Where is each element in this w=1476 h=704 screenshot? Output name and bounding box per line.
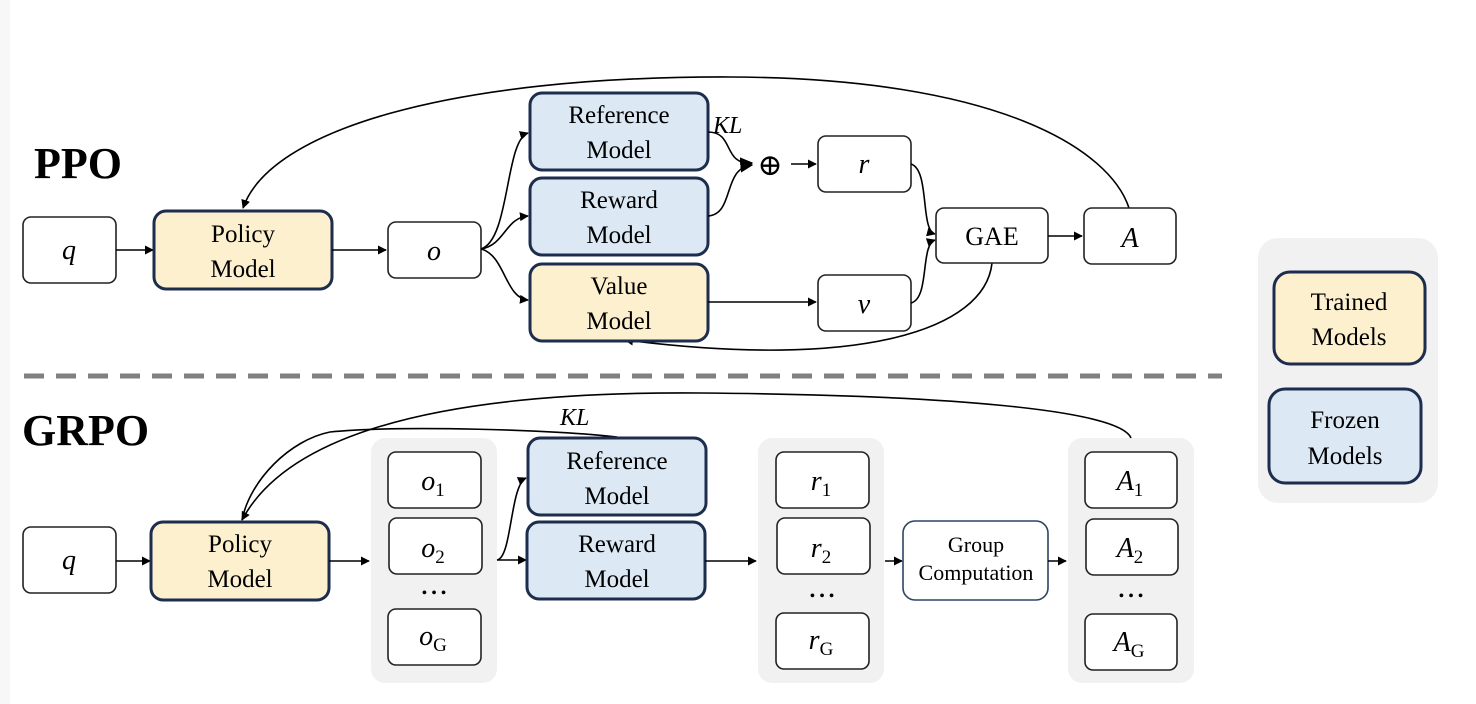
ppo-reward-label-2: Model [586,222,651,249]
grpo-reward-g-label: rG [809,625,834,660]
grpo-q-label: q [62,545,76,576]
grpo-advantage-1[interactable]: A1 [1084,451,1178,509]
grpo-kl-feedback-edge [241,427,618,521]
edge-outputs-reference [496,477,527,561]
grpo-q-node[interactable]: q [22,526,117,594]
ppo-r-label: r [859,149,870,180]
ppo-o-node[interactable]: o [387,221,482,279]
edge-r-gae [910,163,936,237]
legend-frozen-label-2: Models [1308,443,1383,470]
grpo-reward-label-2: Model [584,566,649,593]
ppo-title: PPO [34,139,122,188]
grpo-reward-1[interactable]: r1 [775,451,870,509]
legend: Trained Models Frozen Models [1258,238,1438,503]
ppo-value-model-node[interactable]: Value Model [528,262,710,343]
ppo-q-node[interactable]: q [22,216,117,284]
grpo-title: GRPO [22,406,149,455]
grpo-outputs-ellipsis: • • • [422,585,447,602]
legend-frozen-label-1: Frozen [1310,407,1380,434]
grpo-kl-label: KL [559,405,589,431]
ppo-gae-value-feedback-edge [624,262,993,351]
ppo-section: PPO q Policy Model o Reference [22,76,1177,351]
legend-trained-models: Trained Models [1272,270,1427,366]
grpo-advantages-ellipsis: • • • [1119,588,1144,605]
ppo-v-node[interactable]: v [817,274,912,332]
ppo-gae-node[interactable]: GAE [935,207,1049,264]
ppo-policy-label-2: Model [210,256,275,283]
legend-trained-label-2: Models [1312,324,1387,351]
edge-reward-oplus [707,159,754,217]
grpo-reference-label-2: Model [584,483,649,510]
grpo-reward-g[interactable]: rG [775,612,870,670]
grpo-advantage-g-label: AG [1112,627,1145,662]
edge-o-value [480,248,529,304]
ppo-policy-label-1: Policy [211,221,275,248]
grpo-advantage-1-label: A1 [1115,466,1144,501]
grpo-advantage-feedback-edge [241,392,1132,521]
grpo-reference-model-node[interactable]: Reference Model [526,436,708,517]
edge-v-gae [910,238,936,304]
grpo-reward-2-label: r2 [811,533,831,568]
legend-trained-label-1: Trained [1311,289,1388,316]
grpo-section: GRPO KL q Policy Model o1 o2 [22,392,1194,683]
grpo-advantage-2-label: A2 [1115,533,1144,568]
ppo-reference-label-1: Reference [568,102,669,129]
grpo-reward-2[interactable]: r2 [776,517,871,575]
ppo-q-label: q [62,235,76,266]
grpo-group-label-2: Computation [919,560,1034,585]
ppo-value-label-1: Value [591,273,648,300]
ppo-v-label: v [858,289,871,320]
grpo-output-1[interactable]: o1 [387,451,482,509]
ppo-gae-label: GAE [965,222,1018,251]
grpo-advantage-2[interactable]: A2 [1085,518,1179,576]
grpo-output-g[interactable]: oG [387,608,482,666]
grpo-group-label-1: Group [948,532,1004,557]
ppo-advantage-feedback-edge [241,76,1130,209]
edge-o-reward [480,212,529,250]
ppo-r-node[interactable]: r [817,135,912,193]
ppo-a-label: A [1119,223,1139,254]
ppo-reference-model-node[interactable]: Reference Model [528,91,710,172]
grpo-reward-model-node[interactable]: Reward Model [525,520,707,601]
grpo-output-2-label: o2 [421,533,445,568]
ppo-a-node[interactable]: A [1083,207,1177,265]
oplus-icon: ⊕ [757,149,782,182]
grpo-output-g-label: oG [419,621,447,656]
ppo-reference-label-2: Model [586,137,651,164]
grpo-rewards-ellipsis: • • • [810,588,835,605]
grpo-advantage-g[interactable]: AG [1084,613,1178,671]
ppo-policy-model-node[interactable]: Policy Model [152,209,334,291]
grpo-reward-label-1: Reward [578,531,656,558]
grpo-reward-1-label: r1 [811,466,831,501]
grpo-group-computation-node[interactable]: Group Computation [902,520,1049,601]
grpo-reference-label-1: Reference [566,448,667,475]
ppo-kl-label: KL [712,113,742,139]
edge-o-reference [480,131,529,250]
ppo-o-label: o [427,236,441,267]
grpo-policy-label-1: Policy [208,531,272,558]
ppo-reward-label-1: Reward [580,187,658,214]
ppo-reward-model-node[interactable]: Reward Model [528,176,710,257]
ppo-value-label-2: Model [586,308,651,335]
left-edge [0,0,10,704]
grpo-output-2[interactable]: o2 [388,517,483,575]
grpo-policy-model-node[interactable]: Policy Model [149,520,331,602]
legend-frozen-models: Frozen Models [1267,387,1423,485]
grpo-output-1-label: o1 [421,466,445,501]
grpo-policy-label-2: Model [207,566,272,593]
